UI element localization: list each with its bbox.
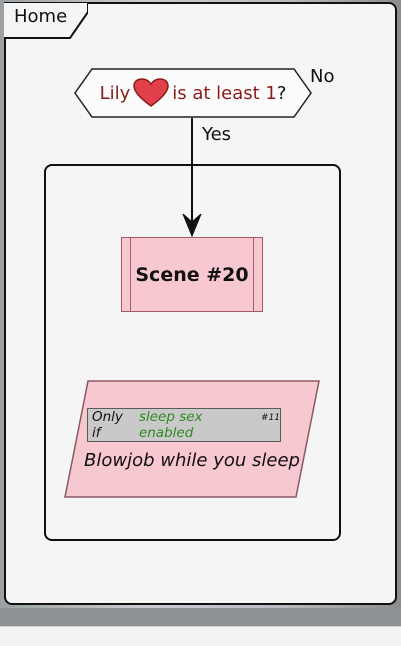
decision-diamond[interactable] [74, 68, 312, 118]
scene-label: Scene #20 [135, 263, 249, 286]
heart-icon [133, 78, 170, 108]
frame-tab [4, 2, 88, 39]
condition-ref: #11 [261, 413, 280, 423]
decision-condition: is at least 1 [172, 82, 277, 104]
decision-text: Lily is at least 1 ? [74, 68, 312, 118]
frame-title: Home [14, 6, 68, 27]
no-branch-label: No [310, 66, 335, 87]
scene-bar-right [253, 238, 262, 311]
condition-flag: sleep sex enabled [138, 409, 203, 441]
action-label: Blowjob while you sleep [84, 450, 300, 471]
decision-subject: Lily [99, 82, 131, 104]
condition-prefix: Only if [92, 409, 123, 441]
bottom-bar [0, 626, 401, 646]
yes-branch-label: Yes [202, 124, 232, 145]
condition-badge: Only if sleep sex enabled #11 [87, 408, 281, 442]
decision-question-mark: ? [276, 82, 287, 104]
scene-node[interactable]: Scene #20 [121, 237, 263, 312]
scene-bar-left [122, 238, 131, 311]
